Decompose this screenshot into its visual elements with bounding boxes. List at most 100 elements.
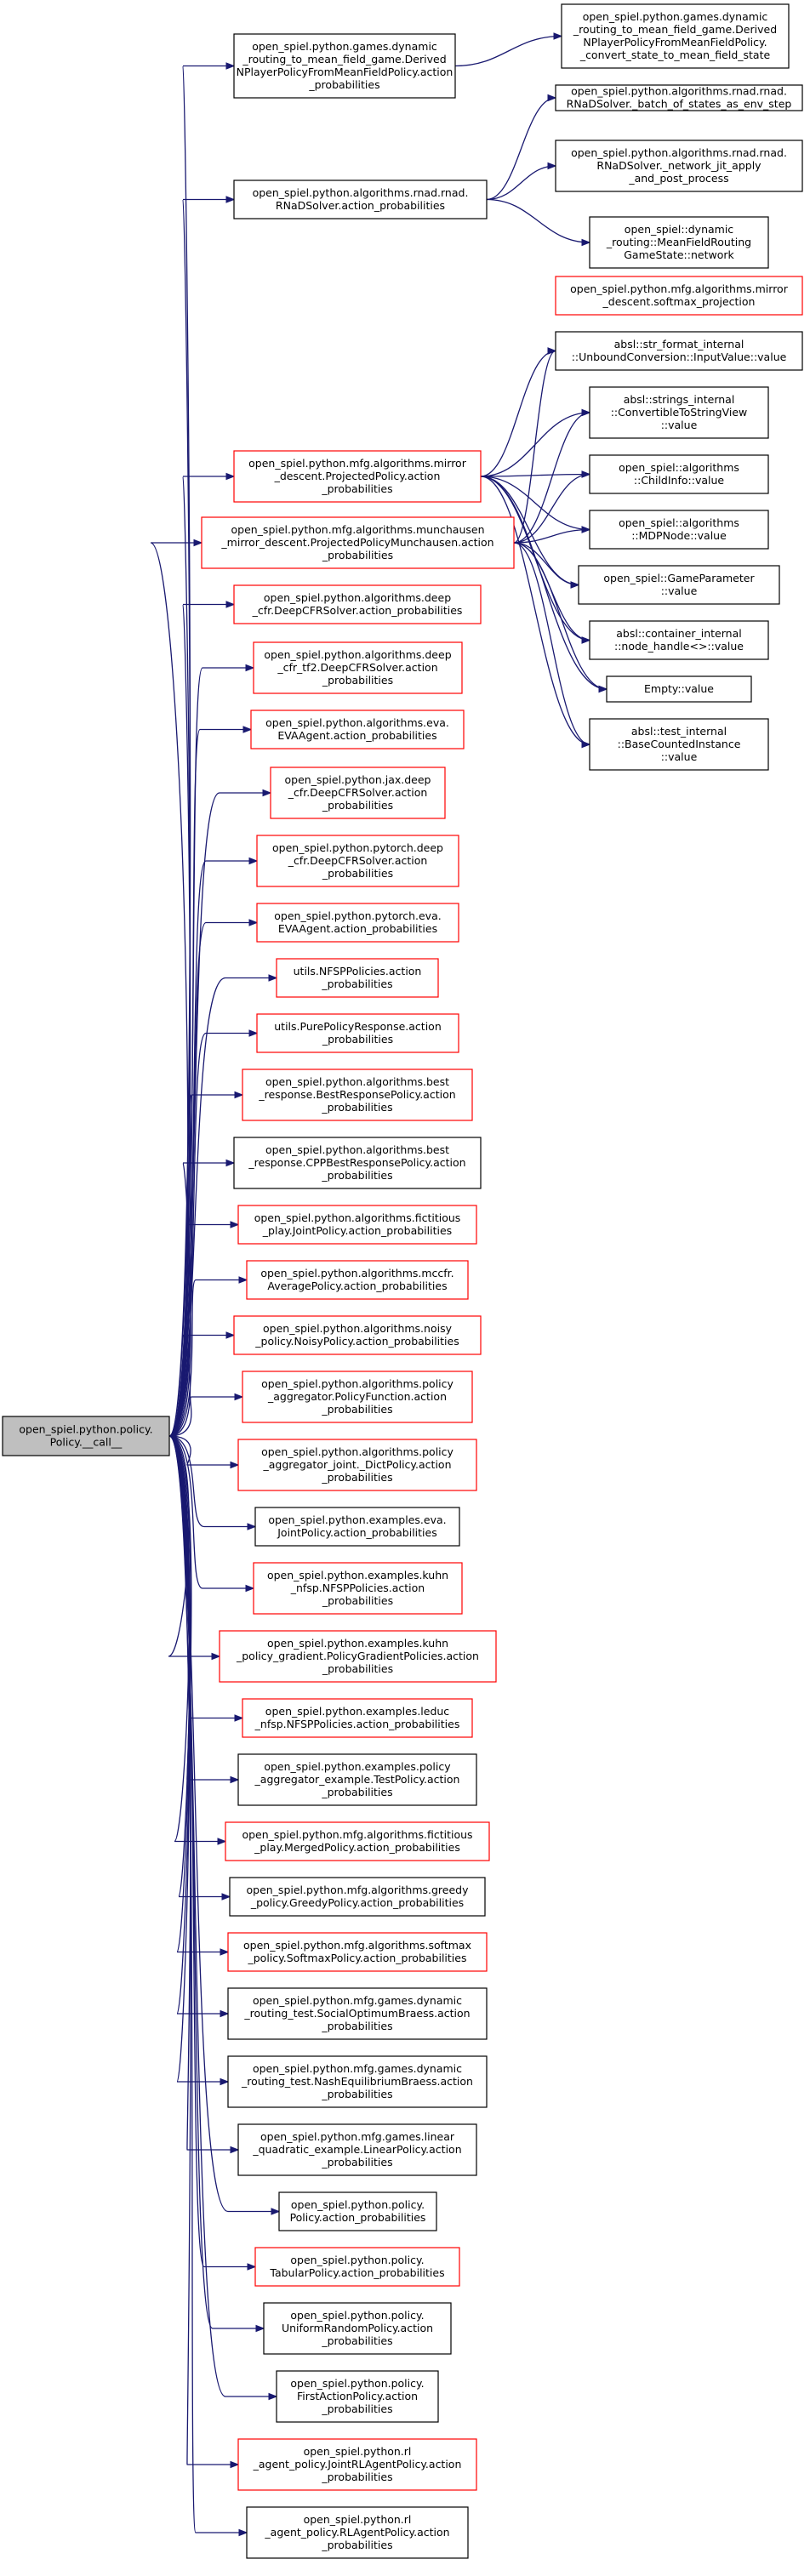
node-first-action[interactable]: open_spiel.python.policy.FirstActionPoli… — [276, 2370, 439, 2423]
node-nodehandle[interactable]: absl::container_internal::node_handle<>:… — [589, 620, 769, 660]
node-rnad-batch[interactable]: open_spiel.python.algorithms.rnad.rnad.R… — [555, 84, 803, 111]
edge-arrowhead — [553, 32, 563, 40]
node-pure-resp[interactable]: utils.PurePolicyResponse.action_probabil… — [256, 1013, 459, 1053]
node-mfg-linear[interactable]: open_spiel.python.mfg.games.linear_quadr… — [237, 2123, 477, 2176]
node-box — [253, 641, 463, 694]
node-box — [555, 276, 803, 316]
node-label-line: open_spiel::algorithms — [619, 461, 739, 474]
edge-arrowhead — [220, 2009, 230, 2018]
edge-arrowhead — [248, 857, 259, 865]
edge-munch_ap-str_format — [513, 350, 556, 544]
node-softmax-proj[interactable]: open_spiel.python.mfg.algorithms.mirror_… — [555, 276, 803, 316]
node-label-line: open_spiel.python.mfg.algorithms.mirror — [248, 457, 467, 470]
node-jax-deepcfr[interactable]: open_spiel.python.jax.deep_cfr.DeepCFRSo… — [270, 767, 446, 819]
node-box — [237, 2438, 477, 2491]
node-empty[interactable]: Empty::value — [606, 675, 752, 703]
node-mfg-greedy[interactable]: open_spiel.python.mfg.algorithms.greedy_… — [229, 1877, 486, 1917]
node-label-line: _routing::MeanFieldRouting — [606, 236, 751, 248]
edge-arrowhead — [225, 1159, 236, 1167]
node-nfsp-utils[interactable]: utils.NFSPPolicies.action_probabilities — [276, 958, 439, 998]
edge-arrowhead — [242, 726, 253, 733]
edge-mirror_ap-str_format — [480, 350, 556, 477]
node-label-line: _policy.SoftmaxPolicy.action_probabiliti… — [248, 1952, 467, 1964]
node-torch-deepcfr[interactable]: open_spiel.python.pytorch.deep_cfr.DeepC… — [256, 835, 459, 887]
node-ex-kuhn-nfsp[interactable]: open_spiel.python.examples.kuhn_nfsp.NFS… — [253, 1562, 463, 1615]
edge-arrowhead — [225, 601, 236, 608]
node-rnad-jit[interactable]: open_spiel.python.algorithms.rnad.rnad.R… — [555, 140, 803, 192]
node-childinfo[interactable]: open_spiel::algorithms::ChildInfo::value — [589, 454, 769, 494]
node-mfg-fict-merged[interactable]: open_spiel.python.mfg.algorithms.fictiti… — [225, 1821, 490, 1861]
node-derived-np[interactable]: open_spiel.python.games.dynamic_routing_… — [233, 33, 456, 99]
edge-arrowhead — [255, 2324, 265, 2333]
node-mfg-softmax[interactable]: open_spiel.python.mfg.algorithms.softmax… — [227, 1932, 488, 1972]
node-rl-joint[interactable]: open_spiel.python.rl_agent_policy.JointR… — [237, 2438, 477, 2491]
node-label-line: UniformRandomPolicy.action — [282, 2322, 433, 2334]
node-ex-leduc-nfsp[interactable]: open_spiel.python.examples.leduc_nfsp.NF… — [242, 1698, 473, 1738]
edge-rnad_ap-mfr_network — [486, 198, 590, 243]
node-gameparam[interactable]: open_spiel::GameParameter::value — [578, 565, 780, 605]
node-box — [201, 516, 515, 569]
node-agg-pf[interactable]: open_spiel.python.algorithms.policy_aggr… — [242, 1371, 473, 1423]
node-ex-kuhn-pg[interactable]: open_spiel.python.examples.kuhn_policy_g… — [219, 1630, 497, 1683]
node-box — [555, 84, 803, 111]
node-mfg-social[interactable]: open_spiel.python.mfg.games.dynamic_rout… — [227, 1987, 488, 2040]
node-basecounted[interactable]: absl::test_internal::BaseCountedInstance… — [589, 718, 769, 771]
node-torch-eva[interactable]: open_spiel.python.pytorch.eva.EVAAgent.a… — [256, 903, 459, 943]
node-box — [227, 1932, 488, 1972]
node-ex-eva-joint[interactable]: open_spiel.python.examples.eva.JointPoli… — [254, 1507, 460, 1547]
node-agg-joint-dict[interactable]: open_spiel.python.algorithms.policy_aggr… — [237, 1439, 477, 1491]
node-deepcfr-tf2[interactable]: open_spiel.python.algorithms.deep_cfr_tf… — [253, 641, 463, 694]
node-label-line: _probabilities — [321, 2471, 392, 2483]
node-munch-ap[interactable]: open_spiel.python.mfg.algorithms.munchau… — [201, 516, 515, 569]
node-label-line: _mirror_descent.ProjectedPolicyMunchause… — [220, 536, 493, 549]
node-noisy[interactable]: open_spiel.python.algorithms.noisy_polic… — [233, 1315, 482, 1355]
node-label-line: absl::str_format_internal — [614, 338, 744, 350]
node-mfg-nash[interactable]: open_spiel.python.mfg.games.dynamic_rout… — [227, 2055, 488, 2108]
node-rl-agent[interactable]: open_spiel.python.rl_agent_policy.RLAgen… — [246, 2506, 469, 2559]
node-convert-state[interactable]: open_spiel.python.games.dynamic_routing_… — [561, 3, 790, 69]
node-rnad-ap[interactable]: open_spiel.python.algorithms.rnad.rnad.R… — [233, 180, 488, 219]
nodes-layer: open_spiel.python.policy.Policy.__call__… — [2, 3, 803, 2559]
node-label-line: _probabilities — [321, 1403, 392, 1416]
node-label-line: ::value — [661, 419, 698, 431]
node-label-line: _probabilities — [322, 674, 393, 687]
node-label-line: TabularPolicy.action_probabilities — [269, 2266, 444, 2279]
node-label-line: RNaDSolver._batch_of_states_as_env_step — [567, 98, 792, 111]
node-convertible[interactable]: absl::strings_internal::ConvertibleToStr… — [589, 386, 769, 439]
node-best-resp[interactable]: open_spiel.python.algorithms.best_respon… — [242, 1069, 473, 1121]
node-label-line: EVAAgent.action_probabilities — [278, 922, 437, 935]
node-tabular[interactable]: open_spiel.python.policy.TabularPolicy.a… — [254, 2247, 460, 2287]
node-label-line: _descent.ProjectedPolicy.action — [274, 470, 441, 482]
edge-arrowhead — [225, 1331, 236, 1339]
node-label-line: ::MDPNode::value — [631, 529, 727, 542]
node-label-line: open_spiel.python.policy. — [290, 2254, 424, 2266]
node-mirror-ap[interactable]: open_spiel.python.mfg.algorithms.mirror_… — [233, 450, 482, 503]
node-policy-ap[interactable]: open_spiel.python.policy.Policy.action_p… — [278, 2191, 437, 2231]
node-ex-agg-test[interactable]: open_spiel.python.examples.policy_aggreg… — [237, 1753, 477, 1806]
node-box — [237, 1753, 477, 1806]
node-label-line: open_spiel::GameParameter — [603, 572, 755, 584]
node-mdpnode[interactable]: open_spiel::algorithms::MDPNode::value — [589, 510, 769, 550]
node-uniform[interactable]: open_spiel.python.policy.UniformRandomPo… — [263, 2302, 452, 2355]
edge-root-eva — [168, 728, 251, 1437]
node-box — [276, 958, 439, 998]
node-box — [589, 620, 769, 660]
node-deepcfr[interactable]: open_spiel.python.algorithms.deep_cfr.De… — [233, 584, 482, 624]
node-label-line: open_spiel.python.policy. — [290, 2377, 424, 2390]
edge-mirror_ap-empty — [480, 476, 608, 690]
node-mfr-network[interactable]: open_spiel::dynamic_routing::MeanFieldRo… — [589, 216, 769, 269]
node-str-format[interactable]: absl::str_format_internal::UnboundConver… — [555, 331, 803, 371]
node-eva[interactable]: open_spiel.python.algorithms.eva.EVAAgen… — [250, 710, 465, 749]
node-root[interactable]: open_spiel.python.policy.Policy.__call__ — [2, 1416, 170, 1456]
node-label-line: open_spiel.python.pytorch.eva. — [274, 909, 441, 922]
node-fict-joint[interactable]: open_spiel.python.algorithms.fictitious_… — [237, 1205, 477, 1245]
node-label-line: open_spiel.python.games.dynamic — [583, 10, 768, 23]
node-label-line: open_spiel.python.algorithms.fictitious — [254, 1211, 461, 1224]
node-box — [254, 1507, 460, 1547]
edge-munch_ap-mdpnode — [513, 528, 590, 544]
node-mccfr-avg[interactable]: open_spiel.python.algorithms.mccfr.Avera… — [246, 1260, 469, 1300]
node-label-line: _cfr_tf2.DeepCFRSolver.action — [277, 661, 437, 674]
node-box — [242, 1069, 473, 1121]
node-cpp-best[interactable]: open_spiel.python.algorithms.best_respon… — [233, 1137, 482, 1189]
